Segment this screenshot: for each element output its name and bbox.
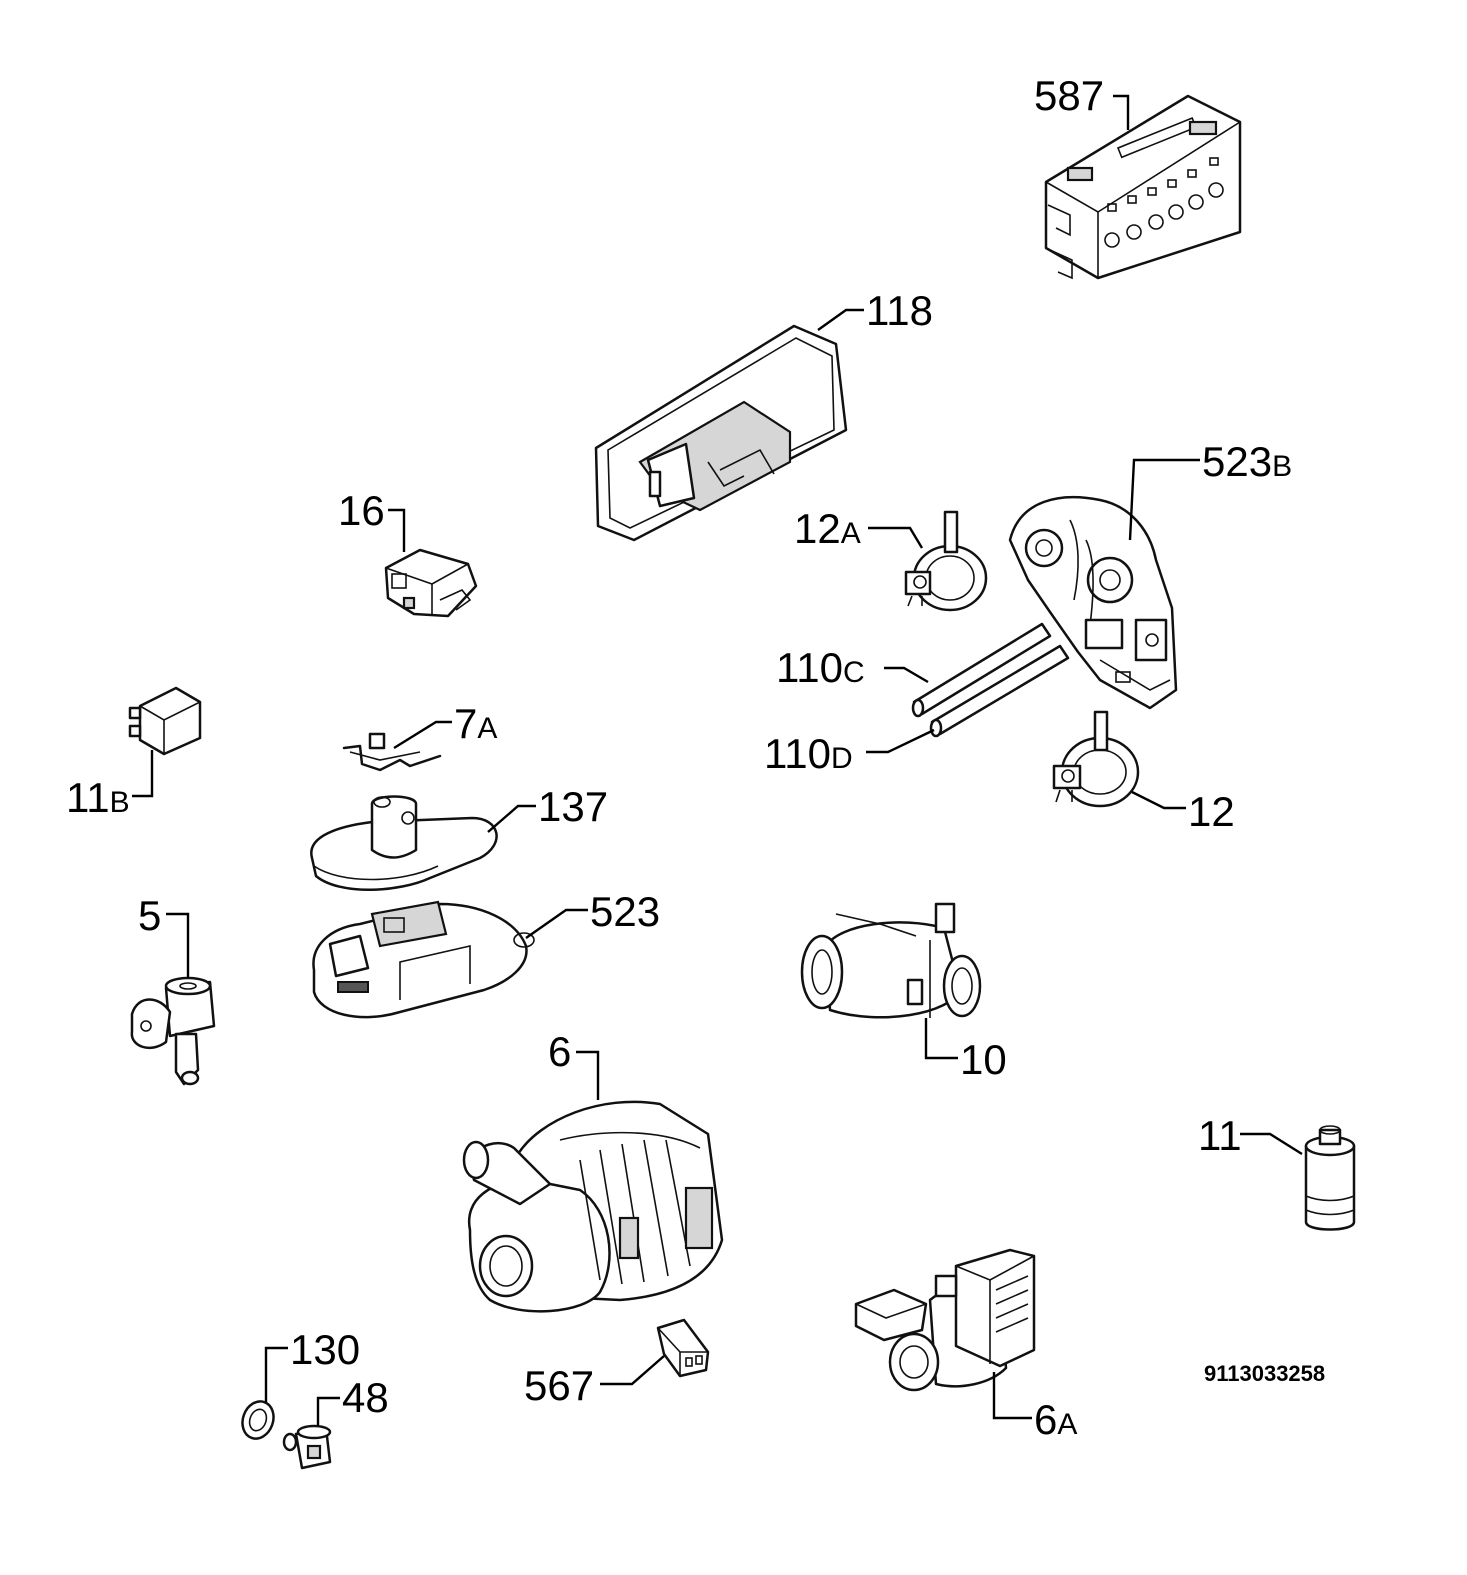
part-11-capacitor[interactable] [1304, 1125, 1356, 1231]
leader-567 [600, 1355, 665, 1386]
part-10-heater[interactable] [800, 902, 982, 1019]
svg-text:11: 11 [1198, 1112, 1242, 1159]
svg-text:110D: 110D [764, 730, 853, 777]
leader-10 [924, 1018, 958, 1060]
part-11b-relay[interactable] [128, 686, 202, 756]
callout-130[interactable]: 130 [290, 1326, 360, 1373]
svg-text:6: 6 [548, 1028, 571, 1075]
leader-118 [817, 308, 864, 331]
callout-567[interactable]: 567 [524, 1362, 594, 1409]
leader-130 [264, 1346, 288, 1402]
callout-118[interactable]: 118 [866, 287, 933, 334]
svg-text:48: 48 [342, 1374, 389, 1421]
leader-16 [388, 508, 406, 552]
callout-6a[interactable]: 6A [1034, 1396, 1077, 1443]
callout-11b[interactable]: 11B [66, 774, 130, 821]
part-7a-clip[interactable] [342, 732, 442, 772]
svg-text:523: 523 [590, 888, 660, 935]
callout-10[interactable]: 10 [960, 1036, 1007, 1083]
svg-text:6A: 6A [1034, 1396, 1077, 1443]
svg-text:118: 118 [866, 287, 933, 334]
leader-137 [487, 804, 536, 833]
part-6-wash-pump-motor[interactable] [462, 1100, 724, 1313]
callout-523[interactable]: 523 [590, 888, 660, 935]
part-12-pressure-switch[interactable] [1052, 710, 1140, 808]
leader-110c [884, 666, 929, 684]
svg-text:110C: 110C [776, 644, 865, 691]
part-5-inlet-valve[interactable] [130, 976, 216, 1086]
leader-12 [1131, 790, 1186, 810]
leader-7a [393, 720, 452, 750]
leader-11 [1240, 1132, 1303, 1156]
svg-text:7A: 7A [454, 700, 497, 747]
part-110c-hose[interactable] [911, 622, 1052, 718]
svg-text:5: 5 [138, 892, 161, 939]
part-110d-hose[interactable] [929, 644, 1070, 738]
part-130-seal-ring[interactable] [237, 1397, 278, 1443]
leader-12a [868, 526, 924, 549]
leader-6a [992, 1372, 1032, 1420]
leader-523b [1128, 458, 1200, 541]
leader-110d [866, 728, 935, 754]
callout-16[interactable]: 16 [338, 487, 385, 534]
callout-523b[interactable]: 523B [1202, 438, 1292, 485]
leader-48 [316, 1396, 340, 1426]
callout-6[interactable]: 6 [548, 1028, 571, 1075]
leader-6 [576, 1050, 600, 1100]
part-567-connector[interactable] [656, 1318, 710, 1378]
svg-text:12A: 12A [794, 505, 861, 552]
callout-587[interactable]: 587 [1034, 72, 1104, 119]
svg-text:587: 587 [1034, 72, 1104, 119]
part-6a-drain-pump[interactable] [854, 1248, 1036, 1392]
document-number: 9113033258 [1204, 1361, 1325, 1386]
callout-48[interactable]: 48 [342, 1374, 389, 1421]
callout-5[interactable]: 5 [138, 892, 161, 939]
part-12a-pressure-switch[interactable] [904, 510, 988, 612]
svg-text:137: 137 [538, 783, 608, 830]
callout-137[interactable]: 137 [538, 783, 608, 830]
part-523b-bracket[interactable] [1008, 496, 1178, 710]
callout-110d[interactable]: 110D [764, 730, 853, 777]
leader-523 [525, 908, 588, 939]
callout-7a[interactable]: 7A [454, 700, 497, 747]
part-523-sump-housing[interactable] [312, 900, 535, 1019]
svg-text:523B: 523B [1202, 438, 1292, 485]
leader-11b [132, 750, 154, 798]
svg-text:11B: 11B [66, 774, 130, 821]
svg-text:10: 10 [960, 1036, 1007, 1083]
leader-587 [1113, 94, 1130, 130]
part-48-plug[interactable] [282, 1424, 332, 1470]
svg-text:130: 130 [290, 1326, 360, 1373]
callout-11[interactable]: 11 [1198, 1112, 1242, 1159]
part-587-control-module[interactable] [1044, 94, 1242, 280]
svg-text:16: 16 [338, 487, 385, 534]
svg-text:12: 12 [1188, 788, 1235, 835]
callout-110c[interactable]: 110C [776, 644, 865, 691]
leader-5 [166, 912, 190, 978]
callout-12[interactable]: 12 [1188, 788, 1235, 835]
part-137-cover[interactable] [310, 795, 498, 891]
part-16-switch[interactable] [384, 548, 478, 618]
callout-12a[interactable]: 12A [794, 505, 861, 552]
svg-text:567: 567 [524, 1362, 594, 1409]
part-118-dispenser[interactable] [594, 324, 848, 542]
